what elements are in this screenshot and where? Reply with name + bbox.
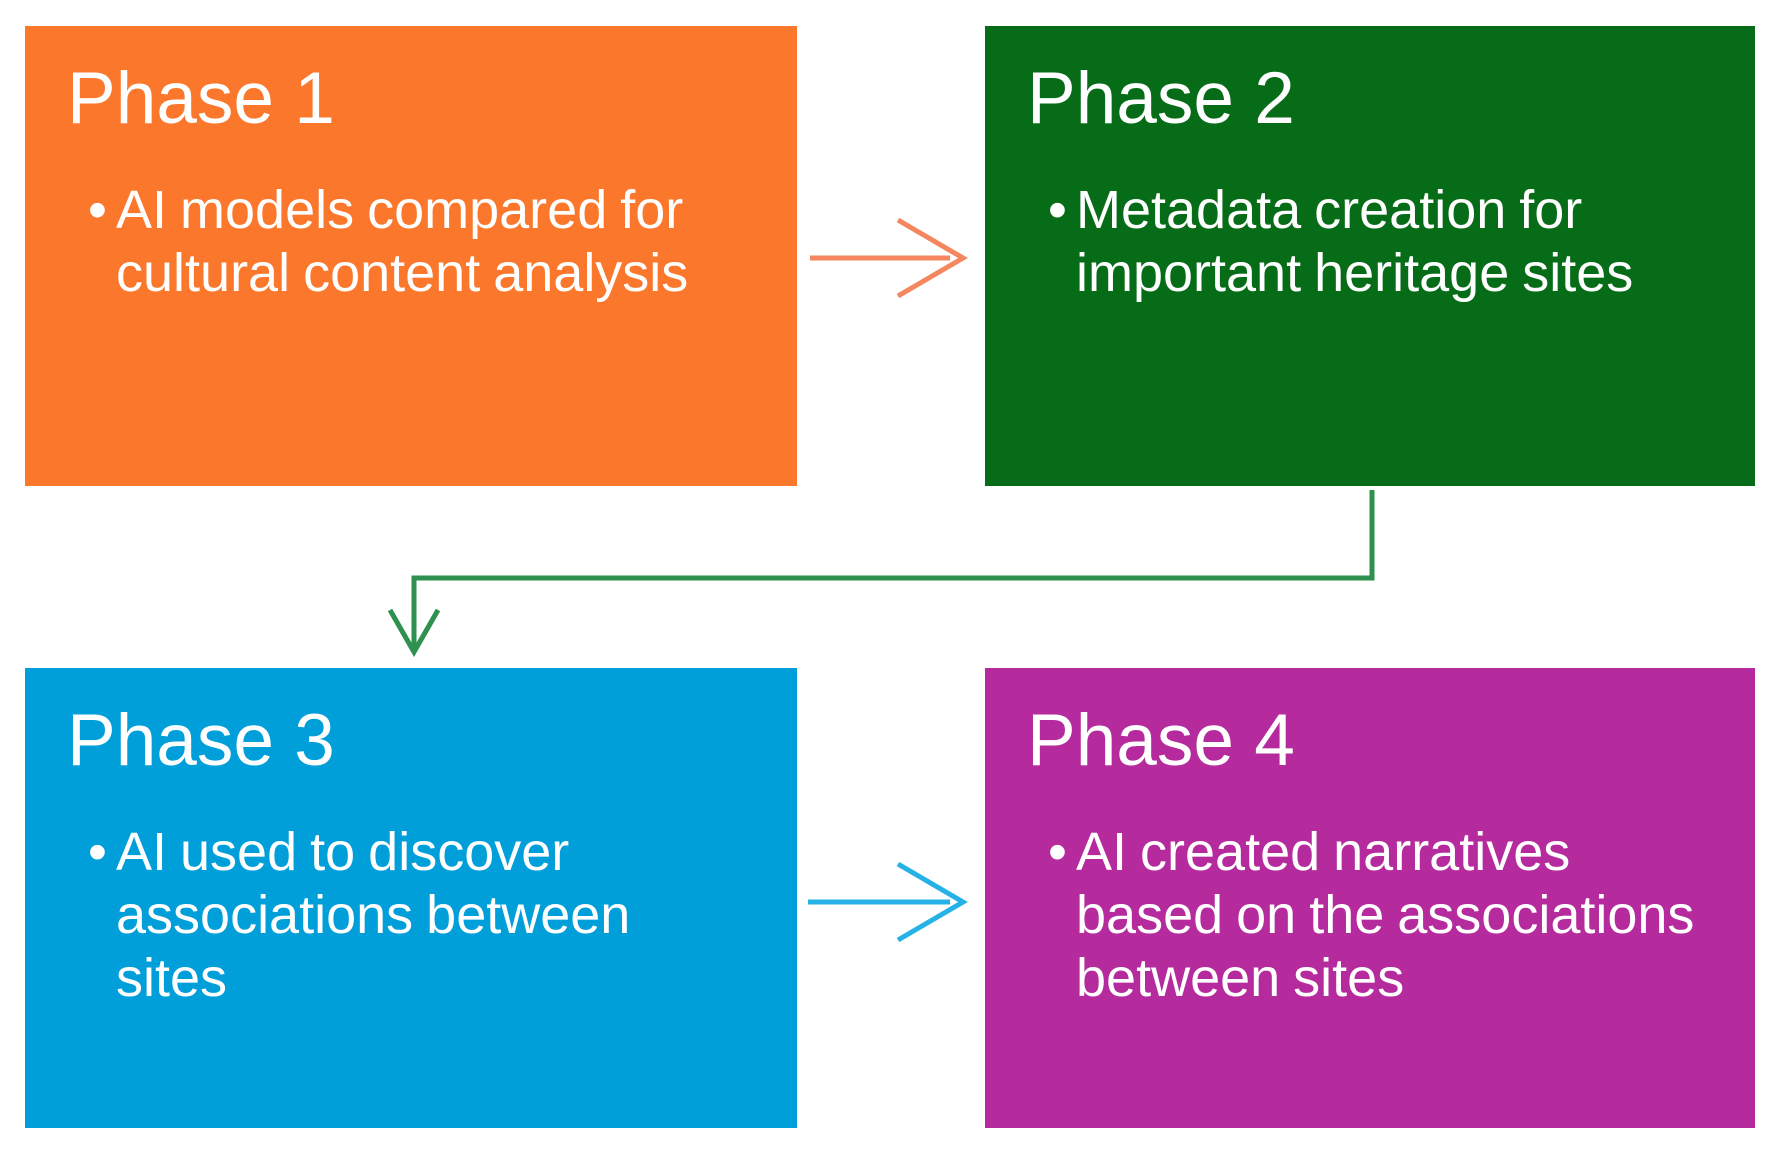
bullet-icon: • — [88, 180, 107, 240]
phase-3-body-line-2: associations between — [116, 885, 631, 945]
phase-3-body-line-1: AI used to discover — [116, 822, 570, 882]
phase-1-box: Phase 1 • AI models compared for cultura… — [25, 26, 797, 486]
phase-1-body-line-2: cultural content analysis — [116, 243, 689, 303]
phase-2-box: Phase 2 • Metadata creation for importan… — [985, 26, 1755, 486]
bullet-icon: • — [88, 822, 107, 882]
bullet-icon: • — [1048, 180, 1067, 240]
phase-4-box: Phase 4 • AI created narratives based on… — [985, 668, 1755, 1128]
phase-1-title: Phase 1 — [67, 58, 335, 139]
phase-3-title: Phase 3 — [67, 700, 335, 781]
phase-2-body-line-2: important heritage sites — [1076, 243, 1634, 303]
phase-4-body-line-3: between sites — [1076, 948, 1405, 1008]
phase-4-body: • AI created narratives based on the ass… — [1048, 821, 1725, 1010]
phase-3-box: Phase 3 • AI used to discover associatio… — [25, 668, 797, 1128]
arrow-elbow-down-icon — [387, 490, 1375, 658]
phase-2-body-line-1: Metadata creation for — [1076, 180, 1583, 240]
arrow-right-icon — [808, 861, 968, 943]
phase-1-body: • AI models compared for cultural conten… — [88, 179, 767, 305]
phase-4-body-line-1: AI created narratives — [1076, 822, 1571, 882]
phase-2-title: Phase 2 — [1027, 58, 1295, 139]
phase-4-body-line-2: based on the associations — [1076, 885, 1695, 945]
arrow-right-icon — [810, 217, 968, 299]
bullet-icon: • — [1048, 822, 1067, 882]
phase-2-body: • Metadata creation for important herita… — [1048, 179, 1725, 305]
phase-3-body-line-3: sites — [116, 948, 228, 1008]
phase-4-title: Phase 4 — [1027, 700, 1295, 781]
phase-1-body-line-1: AI models compared for — [116, 180, 684, 240]
phase-3-body: • AI used to discover associations betwe… — [88, 821, 767, 1010]
